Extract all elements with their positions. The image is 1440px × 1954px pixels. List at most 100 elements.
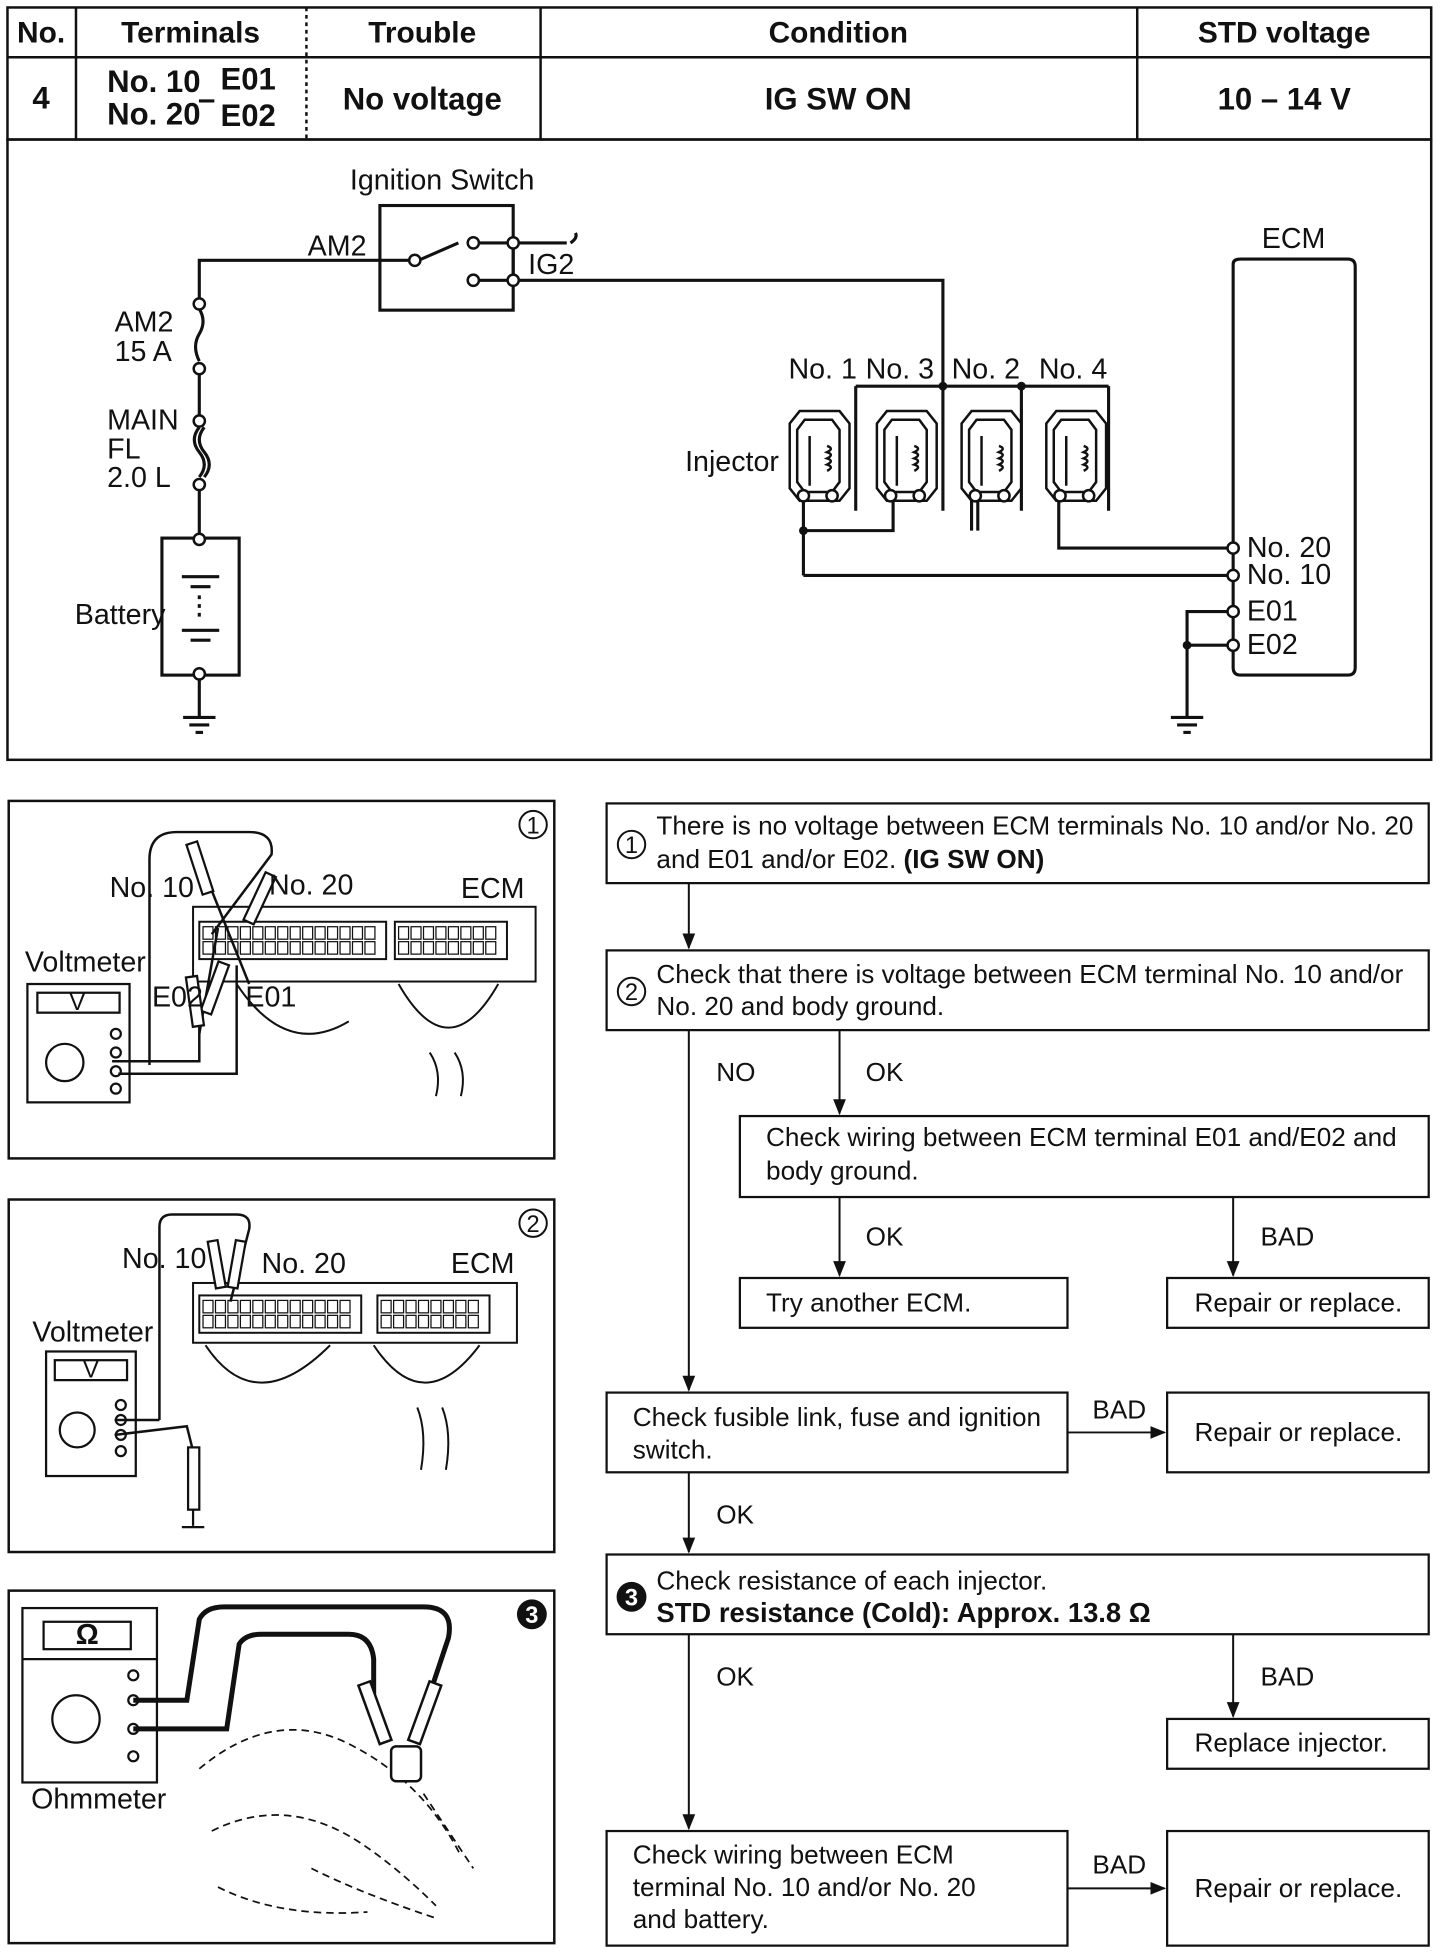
flow-box-repair-2 xyxy=(1166,1391,1430,1474)
fl-rating: 2.0 L xyxy=(107,462,171,494)
battery-label: Battery xyxy=(75,599,166,631)
connector-pin xyxy=(397,926,410,940)
ecm-label: ECM xyxy=(1262,223,1326,255)
connector-pin xyxy=(455,1299,467,1314)
connector-pin xyxy=(467,1299,479,1314)
injector-no1-icon xyxy=(788,409,851,503)
connector-pin xyxy=(380,1299,392,1314)
flow-box-3-line-1: Check resistance of each injector. xyxy=(656,1565,1047,1595)
am2-label: AM2 xyxy=(308,230,367,262)
connector-pin xyxy=(380,1314,392,1329)
condition-value: IG SW ON xyxy=(765,82,912,117)
connector-pin xyxy=(239,1299,251,1314)
connector-pins xyxy=(202,926,497,955)
flow-box-2-number: 2 xyxy=(625,980,638,1006)
connector-pin xyxy=(202,1314,214,1329)
injector-no2-label: No. 2 xyxy=(952,354,1020,386)
connector-pin xyxy=(405,1299,417,1314)
flow-box-wiring-line-1: Check wiring between ECM terminal E01 an… xyxy=(766,1122,1397,1152)
step-3-circle-icon xyxy=(516,1599,547,1630)
panel-1-e02: E02 xyxy=(152,981,203,1013)
connector-pin xyxy=(422,941,435,955)
connector-pin xyxy=(435,941,447,955)
header-trouble: Trouble xyxy=(368,16,476,49)
ignition-switch-box xyxy=(378,203,515,312)
ecm-terminal-no10: No. 10 xyxy=(1247,559,1331,591)
connector-pin xyxy=(442,1299,455,1314)
voltmeter-icon xyxy=(26,982,131,1104)
injector-no3-icon xyxy=(875,409,938,503)
flow-box-final-line-2: terminal No. 10 and/or No. 20 xyxy=(633,1872,976,1902)
connector-pin xyxy=(339,941,351,955)
injector-group xyxy=(788,409,1108,503)
flow-label-bad-3: BAD xyxy=(1261,1661,1315,1691)
connector-pin xyxy=(410,941,422,955)
connector-pin xyxy=(252,926,264,940)
injector-no1-label: No. 1 xyxy=(788,354,856,386)
connector-pin xyxy=(239,1314,251,1329)
step-2-circle-icon xyxy=(518,1208,548,1238)
header-terminals: Terminals xyxy=(121,16,260,49)
connector-pin xyxy=(314,926,326,940)
ground-icon xyxy=(183,715,1204,734)
connector-pin xyxy=(277,926,289,940)
row-no: 4 xyxy=(32,80,50,115)
ecm-terminal-no20: No. 20 xyxy=(1247,532,1331,564)
terminal-no20: No. 20 xyxy=(107,97,200,132)
flow-box-wiring-line-2: body ground. xyxy=(766,1156,919,1186)
connector-pin xyxy=(410,926,422,940)
flow-box-try-ecm-text: Try another ECM. xyxy=(766,1288,971,1318)
voltmeter-v-label: V xyxy=(69,990,85,1016)
flow-box-repair-1 xyxy=(1166,1276,1430,1329)
connector-pin xyxy=(289,1299,301,1314)
injector-no4-label: No. 4 xyxy=(1039,354,1107,386)
connector-pin xyxy=(289,1314,301,1329)
connector-pin xyxy=(326,1299,339,1314)
connector-pin xyxy=(326,941,339,955)
panel-2-voltmeter: Voltmeter xyxy=(32,1317,153,1349)
header-condition: Condition xyxy=(769,16,908,49)
connector-pin xyxy=(460,941,472,955)
injector-no3-label: No. 3 xyxy=(866,354,934,386)
connector-pin xyxy=(239,941,251,955)
terminal-no10: No. 10 xyxy=(107,64,200,99)
step-2-circle-icon xyxy=(616,976,647,1007)
ecm-connector-icon xyxy=(192,905,537,1097)
flow-label-ok-1: OK xyxy=(866,1057,904,1087)
injector-engine-sketch xyxy=(198,1728,475,1920)
flow-box-fuse-line-1: Check fusible link, fuse and ignition xyxy=(633,1402,1041,1432)
connector-pin xyxy=(289,941,301,955)
panel-2-number: 2 xyxy=(527,1212,540,1238)
panel-1-number: 1 xyxy=(527,813,540,839)
connector-pin xyxy=(339,1299,351,1314)
connector-pin xyxy=(227,1314,239,1329)
illustration-panel-2: 2 xyxy=(7,1198,556,1554)
connector-pin xyxy=(339,926,351,940)
panel-1-e01: E01 xyxy=(245,981,296,1013)
connector-pin xyxy=(214,1299,227,1314)
connector-pin xyxy=(397,941,410,955)
connector-pin xyxy=(302,1314,314,1329)
connector-pin xyxy=(326,926,339,940)
ecm-box xyxy=(1231,257,1357,677)
connector-pin xyxy=(264,1299,276,1314)
connector-pin xyxy=(252,941,264,955)
connector-pin xyxy=(351,926,364,940)
flow-label-ok-4: OK xyxy=(716,1661,754,1691)
am2-fuse-rating: 15 A xyxy=(115,336,173,368)
connector-pin xyxy=(239,926,251,940)
flow-box-1-number: 1 xyxy=(625,833,638,859)
flow-box-replace-injector-text: Replace injector. xyxy=(1195,1727,1388,1757)
flow-box-repair-3-text: Repair or replace. xyxy=(1195,1873,1403,1903)
ignition-switch-label: Ignition Switch xyxy=(350,164,535,196)
main-fl-label: MAIN xyxy=(107,405,179,437)
connector-pin xyxy=(214,941,227,955)
step-3-circle-icon xyxy=(616,1581,647,1612)
flow-box-1 xyxy=(605,802,1430,885)
flow-box-repair-2-text: Repair or replace. xyxy=(1195,1417,1403,1447)
connector-pin xyxy=(302,1299,314,1314)
connector-pin xyxy=(405,1314,417,1329)
panel-1-no20: No. 20 xyxy=(269,869,353,901)
flow-label-ok-2: OK xyxy=(866,1222,904,1252)
